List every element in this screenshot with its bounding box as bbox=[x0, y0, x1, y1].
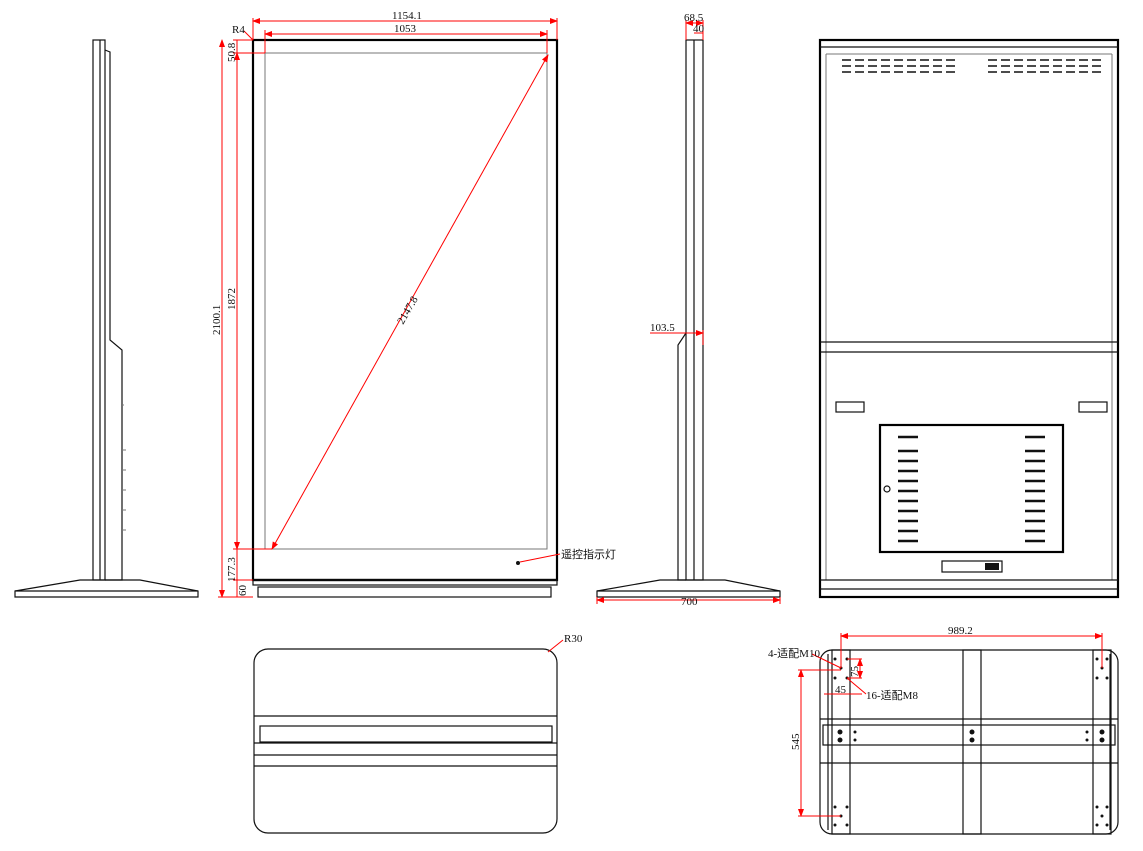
diagonal-label: 2147.8 bbox=[395, 294, 421, 327]
back-view bbox=[818, 38, 1120, 599]
screen-width-label: 1053 bbox=[394, 23, 417, 35]
overall-height-label: 2100.1 bbox=[211, 305, 223, 335]
base-depth-label: 700 bbox=[681, 596, 698, 608]
base-radius-label: R30 bbox=[564, 633, 583, 645]
base-top-view: R30 bbox=[253, 633, 583, 834]
overall-width-label: 1154.1 bbox=[392, 10, 422, 22]
screen-height-label: 1872 bbox=[226, 288, 238, 310]
remote-indicator-label: 遥控指示灯 bbox=[561, 547, 616, 561]
lower-depth-label: 103.5 bbox=[650, 322, 675, 334]
top-depth-inner-label: 40 bbox=[693, 23, 705, 35]
front-view: R4 1154.1 1053 50.8 2100.1 1872 2147.8 1… bbox=[211, 10, 616, 598]
horizontal-pitch-label: 45 bbox=[835, 684, 847, 696]
mount-height-label: 545 bbox=[790, 733, 802, 750]
corner-radius-label: R4 bbox=[232, 24, 245, 36]
side-profile-left bbox=[14, 39, 199, 598]
m8-label: 16-适配M8 bbox=[866, 689, 918, 702]
m10-label: 4-适配M10 bbox=[768, 647, 820, 660]
side-profile-right: 68.5 40 103.5 700 bbox=[596, 12, 781, 608]
top-bezel-label: 50.8 bbox=[226, 42, 238, 62]
hole-span-label: 989.2 bbox=[948, 625, 973, 637]
base-bottom-view: 989.2 4-适配M10 75 45 16-适配M8 545 bbox=[768, 625, 1119, 835]
vertical-pitch-label: 75 bbox=[849, 666, 861, 678]
top-depth-label: 68.5 bbox=[684, 12, 704, 24]
bottom-bezel-label: 177.3 bbox=[226, 557, 238, 582]
base-height-label: 60 bbox=[237, 585, 249, 597]
